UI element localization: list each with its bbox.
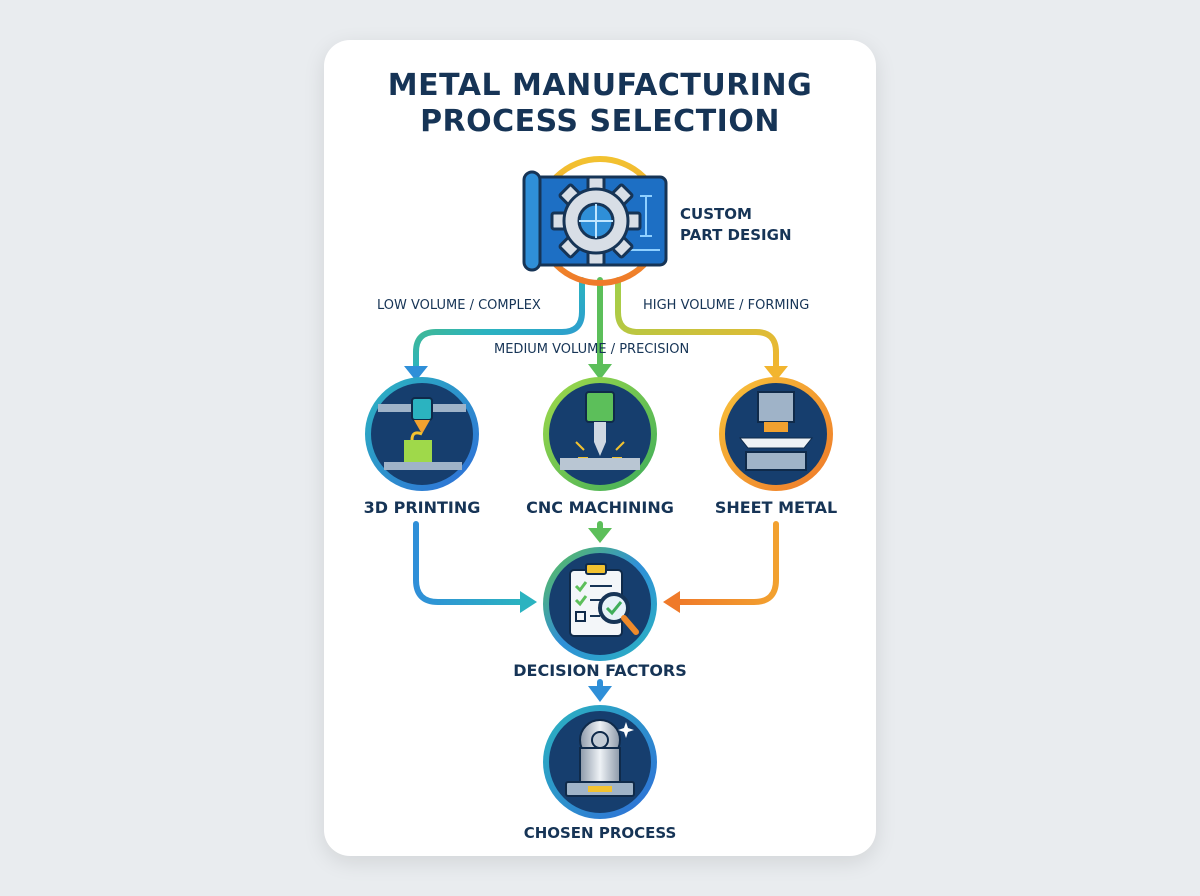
process-label-3d-printing: 3D PRINTING xyxy=(363,498,481,517)
process-node-cnc-machining xyxy=(543,377,657,491)
process-node-sheet-metal xyxy=(719,377,833,491)
start-label: CUSTOM PART DESIGN xyxy=(680,204,792,246)
connector-left-in xyxy=(413,521,525,605)
trophy-part-icon xyxy=(565,719,635,797)
connector-right xyxy=(615,277,779,373)
cnc-mill-icon xyxy=(560,391,640,470)
title-line-2: PROCESS SELECTION xyxy=(420,104,780,139)
arrowhead-right-in xyxy=(663,591,680,613)
process-node-3d-printing xyxy=(365,377,479,491)
diagram-title: METAL MANUFACTURING PROCESS SELECTION xyxy=(324,68,876,140)
result-node xyxy=(543,705,657,819)
3d-printer-icon xyxy=(378,397,466,470)
edge-label-left: LOW VOLUME / COMPLEX xyxy=(377,298,541,313)
decision-label: DECISION FACTORS xyxy=(513,661,687,680)
arrowhead-right xyxy=(764,366,788,381)
branch-connectors xyxy=(413,277,779,693)
process-label-sheet-metal: SHEET METAL xyxy=(714,498,838,517)
edge-label-right: HIGH VOLUME / FORMING xyxy=(643,298,810,313)
title-line-1: METAL MANUFACTURING xyxy=(387,68,813,103)
checklist-magnifier-icon xyxy=(569,563,639,637)
start-label-line-2: PART DESIGN xyxy=(680,226,792,244)
arrowhead-left xyxy=(404,366,428,381)
press-brake-icon xyxy=(738,391,814,471)
arrowhead-decision-down xyxy=(588,686,612,702)
connector-left xyxy=(413,277,585,373)
connector-right-in xyxy=(675,521,779,605)
start-label-line-1: CUSTOM xyxy=(680,205,752,223)
decision-node xyxy=(543,547,657,661)
arrowhead-center-down xyxy=(588,528,612,543)
blueprint-gear-icon xyxy=(522,170,668,272)
arrowhead-left-in xyxy=(520,591,537,613)
arrowhead-center xyxy=(588,364,612,380)
arrowheads xyxy=(404,364,788,702)
edge-label-center: MEDIUM VOLUME / PRECISION xyxy=(494,342,690,357)
process-label-cnc-machining: CNC MACHINING xyxy=(526,498,674,517)
result-label: CHOSEN PROCESS xyxy=(523,824,677,842)
start-node xyxy=(522,156,668,286)
